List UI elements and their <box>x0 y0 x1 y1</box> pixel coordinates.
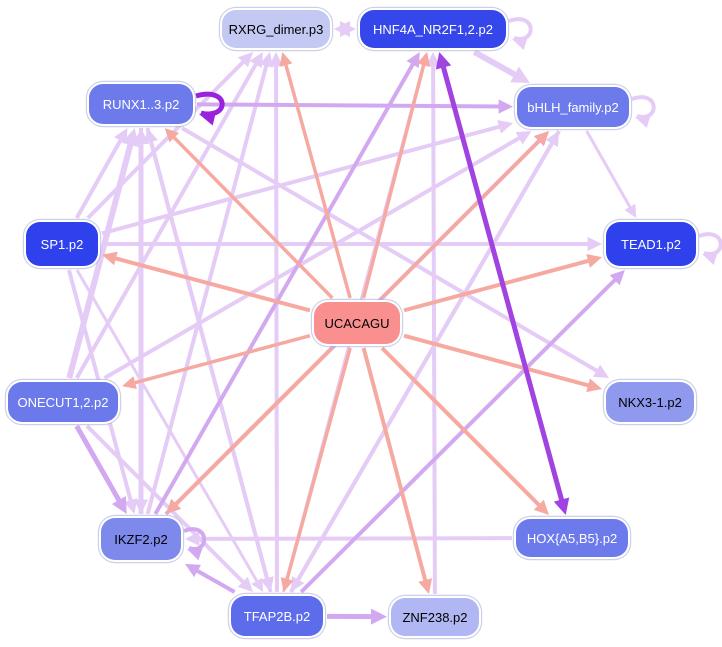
self-loop-hnf4a <box>508 17 533 41</box>
arrowhead <box>553 497 570 515</box>
edge-bhlh-tfap2b <box>294 129 561 585</box>
edge-ucacagu-runx <box>170 133 334 300</box>
edge-ucacagu-sp1 <box>111 255 311 313</box>
node-tead1-p2[interactable]: TEAD1.p2 <box>606 222 696 266</box>
edge-ucacagu-znf238 <box>361 347 429 585</box>
edge-hnf4a-bhlh <box>472 49 521 80</box>
node-sp1-p2[interactable]: SP1.p2 <box>26 222 98 266</box>
arrowhead <box>259 52 274 68</box>
edge-runx-bhlh <box>196 102 503 109</box>
arrowhead <box>122 376 137 390</box>
node-tfap2b-p2[interactable]: TFAP2B.p2 <box>231 596 323 636</box>
arrowhead <box>624 203 637 218</box>
arrowhead <box>251 577 264 592</box>
arrowhead <box>702 251 718 265</box>
arrowhead <box>587 236 602 252</box>
arrowhead <box>370 608 387 625</box>
node-nkx3-1-p2[interactable]: NKX3-1.p2 <box>606 382 694 422</box>
arrowhead <box>586 378 602 393</box>
edge-ucacagu-ikzf2 <box>171 346 334 509</box>
self-loop-tead1 <box>698 232 722 256</box>
edge-ikzf2-rxrg <box>145 61 270 515</box>
edge-ucacagu-tfap2b <box>284 347 352 584</box>
node-ikzf2-p2[interactable]: IKZF2.p2 <box>101 518 181 560</box>
edge-ucacagu-rxrg <box>283 60 352 299</box>
edge-onecut-runx <box>66 139 135 379</box>
edge-sp1-tfap2b <box>75 269 260 585</box>
arrowhead <box>586 254 602 268</box>
arrowhead <box>635 114 651 128</box>
arrowhead <box>102 251 118 266</box>
arrowhead <box>334 21 350 37</box>
node-hnf4a-nr2f1-2-p2[interactable]: HNF4A_NR2F1,2.p2 <box>360 10 506 48</box>
edge-ucacagu-tead1 <box>403 257 593 313</box>
arrowhead <box>123 498 138 514</box>
arrowhead <box>260 576 274 592</box>
edge-onecut-ikzf2 <box>74 424 124 506</box>
arrowhead <box>268 52 284 67</box>
arrowhead <box>418 578 433 594</box>
edge-hox-hnf4a <box>439 62 566 505</box>
node-ucacagu-center[interactable]: UCACAGU <box>314 302 400 344</box>
node-onecut1-2-p2[interactable]: ONECUT1,2.p2 <box>8 382 118 422</box>
arrowhead <box>498 99 513 114</box>
edge-ucacagu-hnf4a <box>361 60 427 299</box>
arrowhead <box>497 119 513 134</box>
arrowhead <box>417 52 431 67</box>
edge-runx-nkx3 <box>180 126 602 375</box>
arrowhead <box>512 36 528 50</box>
arrowhead <box>133 499 149 514</box>
edge-tfap2b-rxrg <box>274 62 279 593</box>
edge-tfap2b-ikzf2 <box>192 567 236 594</box>
node-znf238-p2[interactable]: ZNF238.p2 <box>391 598 479 636</box>
self-loop-bhlh <box>631 95 656 119</box>
node-rxrg-dimer-p3[interactable]: RXRG_dimer.p3 <box>222 10 330 48</box>
arrowhead <box>187 546 203 561</box>
node-runx1-3-p2[interactable]: RUNX1..3.p2 <box>89 84 193 124</box>
edge-ucacagu-onecut <box>130 333 311 386</box>
arrowhead <box>279 52 293 67</box>
edge-runx-tfap2b <box>145 127 270 583</box>
edge-onecut-rxrg <box>74 59 260 379</box>
edge-onecut-tfap2b <box>85 424 248 587</box>
edge-ucacagu-hox <box>380 346 544 510</box>
edge-znf238-hnf4a <box>431 62 437 595</box>
arrowhead <box>435 52 452 70</box>
edge-bhlh-tead1 <box>585 130 634 211</box>
arrowhead <box>199 109 217 126</box>
edge-onecut-bhlh <box>103 134 524 380</box>
node-hox-a5-b5-p2[interactable]: HOX{A5,B5}.p2 <box>516 519 628 557</box>
edge-sp1-runx <box>74 135 125 219</box>
arrowhead <box>280 577 294 592</box>
edge-ucacagu-nkx3 <box>403 333 593 389</box>
edge-ikzf2-hnf4a <box>153 59 417 515</box>
edge-sp1-rxrg <box>86 57 248 220</box>
edge-ucacagu-bhlh <box>380 136 544 300</box>
node-bhlh-family-p2[interactable]: bHLH_family.p2 <box>517 87 629 127</box>
edge-tfap2b-tead1 <box>299 275 620 594</box>
arrowhead <box>426 52 441 67</box>
